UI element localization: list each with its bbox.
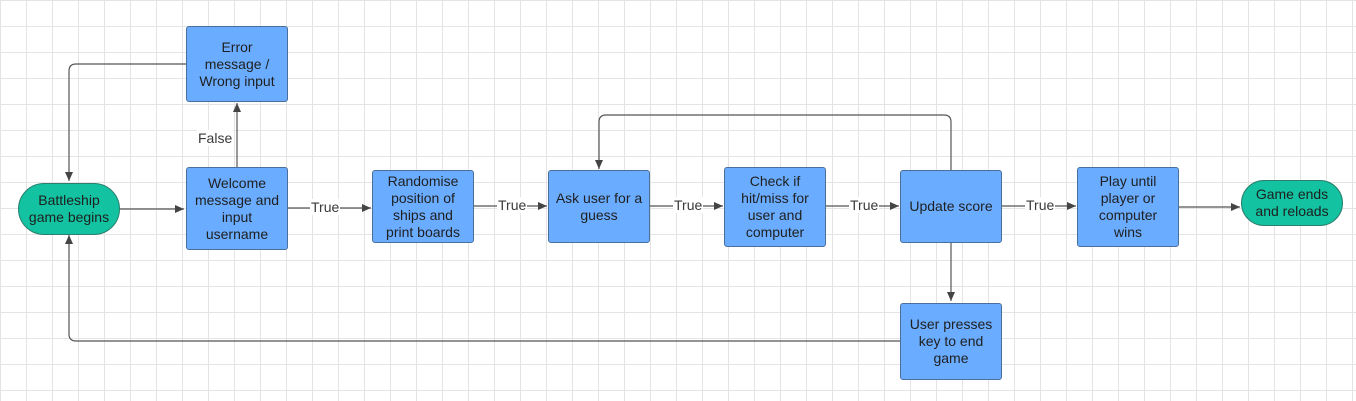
check-label: Check if hit/miss for user and computer [741, 173, 809, 240]
update-label: Update score [909, 198, 993, 214]
end-label: Game ends and reloads [1255, 186, 1329, 219]
welcome-box[interactable]: Welcome message and input username [186, 167, 288, 250]
ask-box[interactable]: Ask user for a guess [548, 170, 650, 243]
keypress-label: User presses key to end game [909, 316, 993, 366]
edge-label-true-ask: True [497, 197, 528, 213]
error-box[interactable]: Error message / Wrong input [186, 26, 288, 102]
edge-label-true-update: True [849, 197, 880, 213]
check-box[interactable]: Check if hit/miss for user and computer [724, 167, 826, 247]
start-terminal[interactable]: Battleship game begins [18, 183, 120, 235]
edge-label-true-check: True [673, 197, 704, 213]
edge-label-true-randomise: True [310, 199, 341, 215]
ask-label: Ask user for a guess [555, 189, 643, 223]
update-box[interactable]: Update score [900, 170, 1002, 243]
keypress-box[interactable]: User presses key to end game [900, 303, 1002, 380]
end-terminal[interactable]: Game ends and reloads [1241, 180, 1343, 226]
edge-label-true-play: True [1025, 197, 1056, 213]
play-box[interactable]: Play until player or computer wins [1077, 167, 1179, 247]
edge-keypress-to-start [65, 235, 901, 342]
edge-label-false: False [197, 130, 234, 146]
randomise-label: Randomise position of ships and print bo… [386, 172, 460, 240]
edge-error-to-start [65, 63, 186, 181]
welcome-label: Welcome message and input username [194, 174, 280, 242]
randomise-box[interactable]: Randomise position of ships and print bo… [372, 170, 474, 243]
start-label: Battleship game begins [28, 192, 110, 225]
error-label: Error message / Wrong input [199, 38, 275, 89]
edge-update-loop-to-ask [595, 114, 952, 171]
play-label: Play until player or computer wins [1098, 173, 1158, 240]
